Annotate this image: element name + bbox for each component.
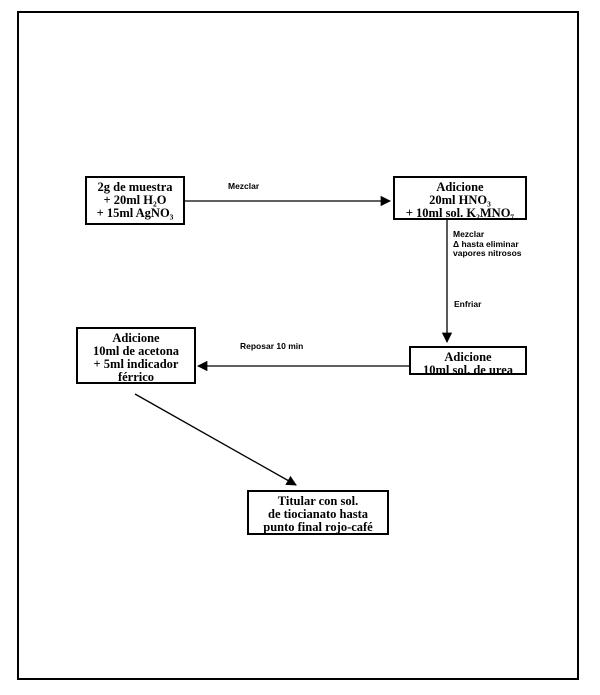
- node-sample-line: 2g de muestra: [97, 180, 173, 194]
- label-mix-heat: Mezclar Δ hasta eliminar vapores nitroso…: [453, 229, 522, 259]
- node-add-acids-line: Adicione: [436, 180, 484, 194]
- label-mix-heat-line: Δ hasta eliminar: [453, 238, 519, 249]
- node-add-acetone-line: 10ml de acetona: [92, 344, 180, 358]
- node-add-acetone-line: Adicione: [112, 331, 160, 345]
- node-add-acids: Adicione 20ml HNO₃ + 10ml sol. K₂MNO₇: [393, 176, 527, 220]
- label-cool: Enfriar: [454, 299, 482, 309]
- node-sample-line: + 20ml H₂O: [103, 193, 167, 207]
- node-add-urea-line: 10ml sol. de urea: [422, 363, 514, 377]
- node-add-urea-line: Adicione: [444, 350, 492, 364]
- node-add-acids-line: + 10ml sol. K₂MNO₇: [405, 206, 515, 220]
- node-titrate-line: de tiocianato hasta: [268, 507, 368, 521]
- arrow-acetone-to-titrate: [134, 393, 297, 486]
- diagram-frame: [17, 11, 579, 680]
- node-add-acetone-line: + 5ml indicador: [93, 357, 179, 371]
- label-mix: Mezclar: [228, 181, 260, 191]
- node-add-acids-line: 20ml HNO₃: [429, 193, 491, 207]
- node-sample-line: + 15ml AgNO₃: [96, 206, 174, 220]
- node-titrate-line: punto final rojo-café: [263, 520, 373, 534]
- node-titrate-line: Titular con sol.: [277, 494, 359, 508]
- label-mix-heat-line: vapores nitrosos: [453, 248, 522, 258]
- label-mix-heat-line: Mezclar: [453, 229, 485, 239]
- node-add-acetone-line: férrico: [117, 370, 155, 384]
- node-add-acetone: Adicione 10ml de acetona + 5ml indicador…: [76, 327, 196, 384]
- label-rest: Reposar 10 min: [240, 341, 304, 351]
- node-titrate: Titular con sol. de tiocianato hasta pun…: [247, 490, 389, 535]
- node-add-urea: Adicione 10ml sol. de urea: [409, 346, 527, 377]
- node-sample: 2g de muestra + 20ml H₂O + 15ml AgNO₃: [85, 176, 185, 225]
